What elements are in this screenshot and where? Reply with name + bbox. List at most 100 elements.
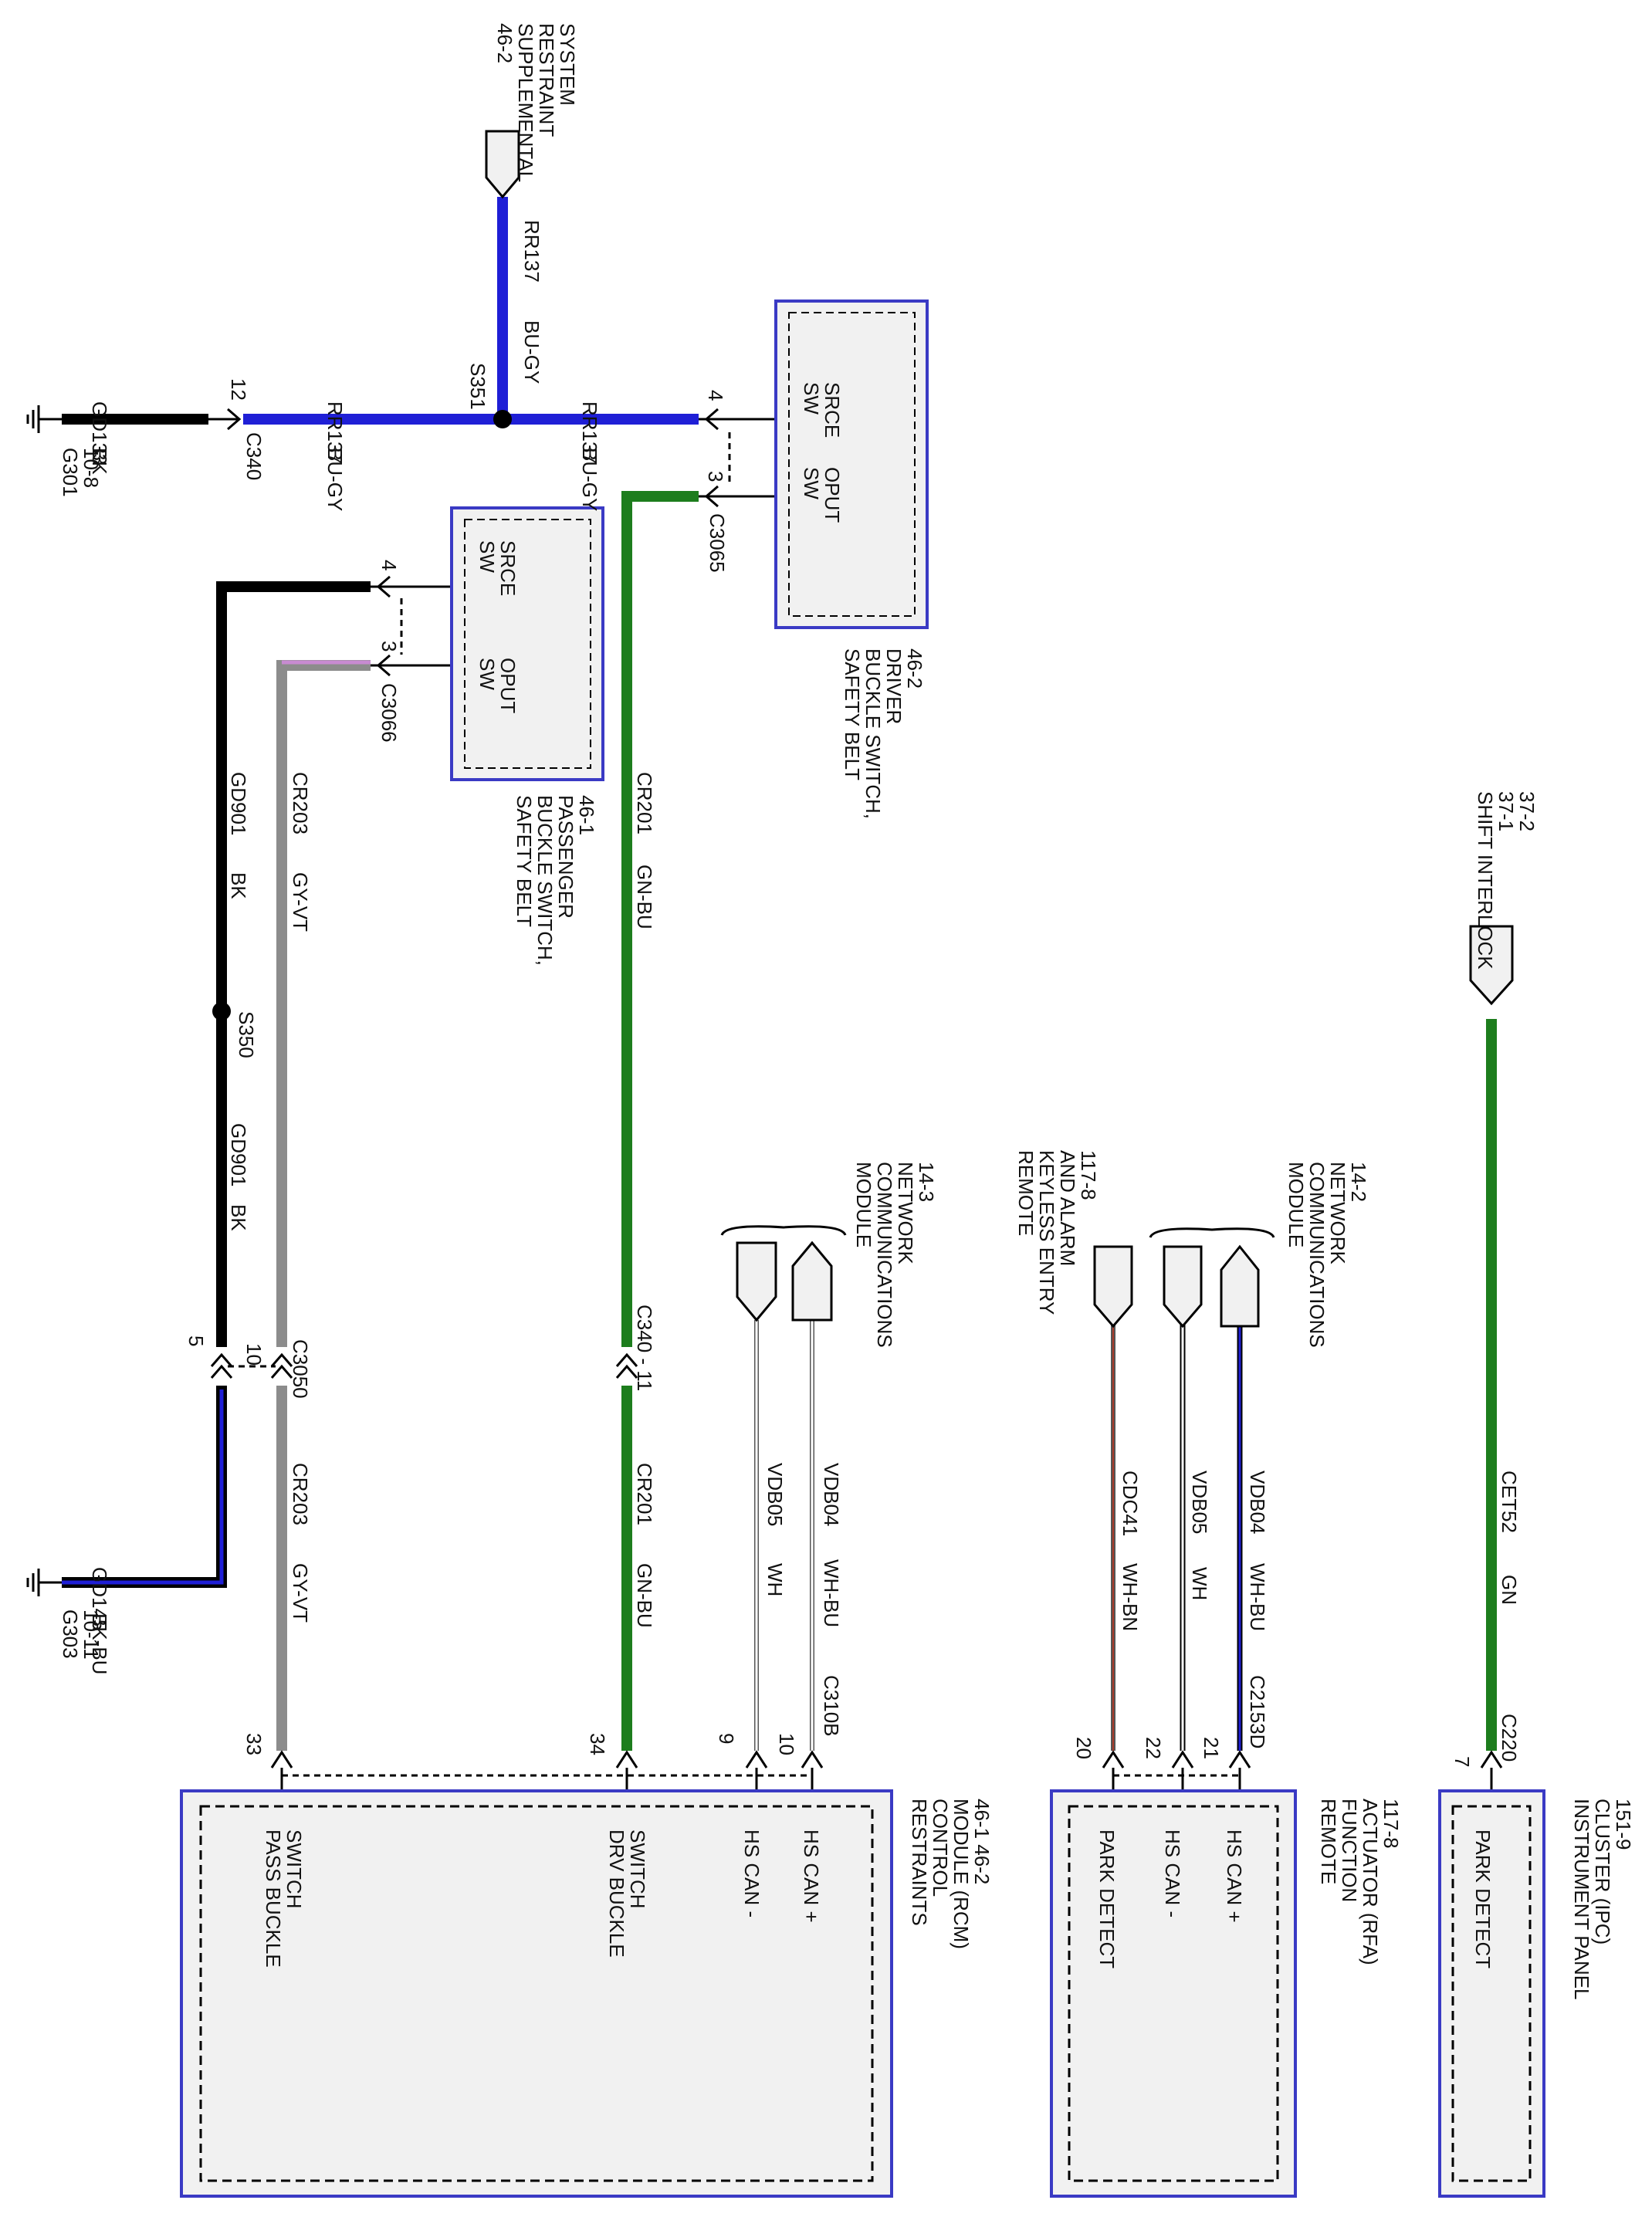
ground-g303-symbol [26, 1569, 40, 1596]
rcm-drv: DRV BUCKLESWITCH [605, 1829, 649, 1958]
ipc-inner [1451, 1805, 1532, 2182]
connector-arrows [208, 408, 1503, 1791]
c220-label: C220 [1498, 1714, 1521, 1762]
gd145-label: GD145 [88, 1567, 111, 1630]
srs-label: 46-2SUPPLEMENTALRESTRAINTSYSTEM [493, 23, 579, 182]
rcm-pin34: 34 [586, 1733, 609, 1755]
passenger-switch-inner [464, 519, 591, 769]
rfa-park: PARK DETECT [1095, 1829, 1119, 1968]
cr203-top-color: GY-VT [289, 872, 312, 932]
c3065-pin4: 4 [704, 390, 727, 401]
passenger-switch-box [450, 506, 604, 781]
connector-dashes [228, 432, 1240, 1777]
pass-oput: SWOPUT [476, 658, 520, 713]
vdb04-b: VDB04 [1246, 1471, 1269, 1534]
cr201-bot-color: GN-BU [633, 1563, 656, 1628]
wire-gd145-stripe [62, 1389, 224, 1585]
vdb05-b-color: WH [1188, 1567, 1211, 1600]
gd133-color: BK [88, 448, 111, 475]
splice-s351 [493, 410, 512, 428]
gd133-label: GD133 [88, 401, 111, 465]
wire-cr201-top [621, 491, 699, 1347]
rfa-canp: HS CAN + [1223, 1829, 1246, 1923]
driver-title: SAFETY BELTBUCKLE SWITCH,DRIVER46-2 [841, 648, 926, 819]
c3050-pin10: 10 [242, 1343, 266, 1366]
pass-srce: SWSRCE [476, 540, 520, 596]
ipc-box [1438, 1789, 1545, 2198]
s350-label: S350 [235, 1011, 258, 1058]
gd901-top-color: BK [227, 872, 250, 899]
c2153d-label: C2153D [1246, 1675, 1269, 1748]
rfa-inner [1068, 1805, 1279, 2182]
c3065-label: C3065 [706, 513, 729, 573]
c3050-pin5: 5 [184, 1335, 208, 1346]
cr203-top: CR203 [289, 772, 312, 834]
rr137-right-color: BU-GY [578, 448, 601, 511]
c3065-pin3: 3 [704, 471, 727, 482]
cr201-top: CR201 [633, 772, 656, 834]
srs-connector-shape [485, 130, 520, 199]
rcm-canm: HS CAN - [740, 1829, 763, 1917]
ipc-title: INSTRUMENT PANELCLUSTER (IPC)151-9 [1570, 1799, 1635, 2000]
gd901-top: GD901 [227, 772, 250, 835]
c3050-label: C3050 [289, 1339, 312, 1399]
splice-s350 [212, 1002, 231, 1020]
rcm-inner [199, 1805, 874, 2182]
rcm-title: RESTRAINTSCONTROLMODULE (RCM)46-1 46-2 [908, 1799, 994, 1949]
rfa-pin20: 20 [1072, 1737, 1095, 1759]
vdb04-a: VDB04 [820, 1463, 843, 1526]
mcn-right-brace [1149, 1227, 1275, 1238]
mcn-left-label: MODULECOMMUNICATIONSNETWORK14-3 [852, 1162, 938, 1348]
cr201-top-color: GN-BU [633, 865, 656, 929]
wire-cr203-top [276, 660, 371, 1347]
rr137-left: RR137 [323, 401, 347, 464]
rr137-vert: RR137 [520, 220, 543, 283]
c310b-label: C310B [820, 1675, 843, 1737]
mcn-left-connector-b [791, 1241, 833, 1322]
shift-interlock-connector [1469, 925, 1514, 1006]
pass-title: SAFETY BELTBUCKLE SWITCH,PASSENGER46-1 [513, 795, 598, 966]
mcn-left-brace [720, 1225, 847, 1236]
wire-gd145 [62, 1386, 227, 1588]
driver-srce: SWSRCE [800, 382, 844, 438]
rr137-right: RR137 [578, 401, 601, 464]
mcn-left-connector-a [736, 1241, 777, 1322]
shift-label: SHIFT INTERLOCK37-137-2 [1474, 791, 1539, 970]
cr203-bot-color: GY-VT [289, 1563, 312, 1623]
gd901-mid-color: BK [227, 1204, 250, 1231]
ipc-park: PARK DETECT [1471, 1829, 1495, 1968]
driver-switch-inner [788, 312, 916, 617]
driver-switch-box [774, 300, 929, 629]
rfa-box [1050, 1789, 1297, 2198]
g303-label: G30310-11 [59, 1609, 103, 1660]
s351-label: S351 [466, 363, 489, 410]
mcn-right-label: MODULECOMMUNICATIONSNETWORK14-2 [1285, 1162, 1370, 1348]
driver-oput: SWOPUT [800, 467, 844, 523]
rfa-canm: HS CAN - [1161, 1829, 1184, 1917]
gd145-color: BK-BU [88, 1613, 111, 1674]
vdb05-b: VDB05 [1188, 1471, 1211, 1534]
c340-pin12: 12 [227, 378, 250, 401]
rcm-box [180, 1789, 893, 2198]
rfa-pin21: 21 [1200, 1737, 1223, 1759]
mcn-right-connector-a [1163, 1245, 1203, 1329]
vdb05-a: VDB05 [763, 1463, 787, 1526]
rr137-vert-color: BU-GY [520, 320, 543, 384]
ground-g301-symbol [26, 405, 40, 433]
wire-gd901 [216, 581, 371, 1347]
cet52-label: CET52 [1498, 1471, 1521, 1533]
cr203-bot: CR203 [289, 1463, 312, 1525]
c3066-pin4: 4 [377, 560, 401, 570]
cdc41-label: CDC41 [1119, 1471, 1142, 1536]
rfa-pin22: 22 [1142, 1737, 1165, 1759]
rke-connector [1093, 1245, 1133, 1329]
vdb04-a-color: WH-BU [820, 1559, 843, 1627]
rcm-canp: HS CAN + [800, 1829, 823, 1923]
c340-label: C340 [242, 432, 266, 480]
rcm-pass: PASS BUCKLESWITCH [262, 1829, 306, 1968]
rcm-pin33: 33 [242, 1733, 266, 1755]
g301-label: G30110-8 [59, 448, 103, 497]
mcn-right-connector-b [1220, 1244, 1260, 1328]
cet52-color: GN [1498, 1575, 1521, 1605]
rke-label: REMOTEKEYLESS ENTRYAND ALARM117-8 [1014, 1150, 1100, 1315]
